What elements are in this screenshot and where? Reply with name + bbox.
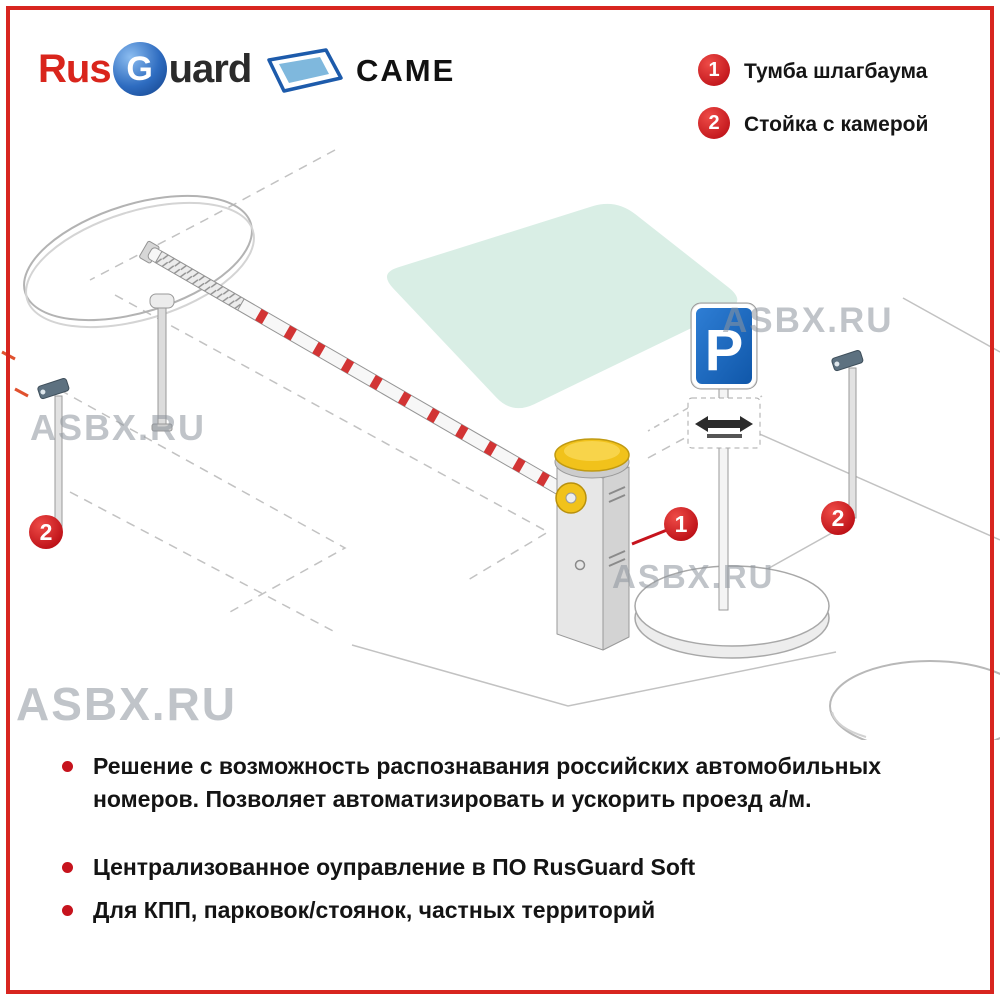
feature-text: Для КПП, парковок/стоянок, частных терри… xyxy=(93,896,656,923)
rusguard-logo-rus: Rus xyxy=(38,46,112,91)
arm-support-post xyxy=(149,293,175,432)
came-logo: CAME xyxy=(266,48,455,94)
came-logo-text: CAME xyxy=(356,53,456,88)
parking-sign-letter: P xyxy=(705,318,744,383)
callout-pedestal-number: 1 xyxy=(675,511,688,537)
legend-badge-2: 2 xyxy=(698,107,730,139)
pedestal-vents xyxy=(608,486,626,567)
camera-head-left-icon xyxy=(37,378,70,400)
watermarks: ASBX.RU ASBX.RU ASBX.RU ASBX.RU xyxy=(16,301,894,730)
pedestal-lock xyxy=(574,559,586,571)
road-island-bottom-right xyxy=(829,660,1000,740)
barrier-pedestal xyxy=(554,438,630,651)
parking-zone-area xyxy=(383,199,742,413)
rusguard-logo: Rus G uard xyxy=(38,42,253,96)
callout-camera-left-number: 2 xyxy=(40,519,53,545)
rusguard-globe-icon: G xyxy=(112,42,167,96)
watermark-left: ASBX.RU xyxy=(30,407,206,448)
feature-text: Решение с возможность распознавания росс… xyxy=(93,753,881,812)
came-parallelogram-icon xyxy=(267,48,343,93)
barrier-arm-stripes xyxy=(255,308,550,487)
feature-item-software: Централизованное оуправление в ПО RusGua… xyxy=(62,851,952,884)
road-island-loop xyxy=(23,194,255,329)
callout-camera-right-number: 2 xyxy=(832,505,845,531)
watermark-center: ASBX.RU xyxy=(612,558,775,595)
camera-head-right-icon xyxy=(831,350,864,372)
left-edge-marks xyxy=(1,350,29,398)
legend-label-pedestal: Тумба шлагбаума xyxy=(744,60,928,83)
bullet-dot-icon xyxy=(62,761,73,772)
sign-direction-plate xyxy=(687,397,761,449)
rusguard-logo-uard: uard xyxy=(168,46,253,91)
bullet-dot-icon xyxy=(62,904,73,916)
legend-label-camera: Стойка с камерой xyxy=(744,113,929,136)
sign-base-island xyxy=(634,565,830,659)
feature-text: Централизованное оуправление в ПО RusGua… xyxy=(93,854,696,881)
feature-item-usage: Для КПП, парковок/стоянок, частных терри… xyxy=(62,894,952,927)
bullet-dot-icon xyxy=(62,862,73,874)
legend-badge-2-number: 2 xyxy=(708,111,720,134)
construction-lines xyxy=(59,149,1000,707)
callout-camera-left: 2 xyxy=(29,515,63,549)
parking-sign: P xyxy=(690,302,758,390)
camera-post-left xyxy=(37,378,70,529)
camera-post-right xyxy=(831,350,864,519)
watermark-top-right: ASBX.RU xyxy=(722,301,894,340)
callout-pedestal: 1 xyxy=(631,507,698,546)
barrier-scheme-diagram: P xyxy=(1,149,1000,740)
feature-list: Решение с возможность распознавания росс… xyxy=(62,750,952,963)
watermark-bottom-left: ASBX.RU xyxy=(16,678,237,730)
rusguard-logo-g: G xyxy=(126,49,153,88)
legend-badge-1-number: 1 xyxy=(708,58,720,81)
legend-badge-1: 1 xyxy=(698,54,730,86)
feature-item-recognition: Решение с возможность распознавания росс… xyxy=(62,750,952,815)
callout-camera-right: 2 xyxy=(821,501,855,535)
